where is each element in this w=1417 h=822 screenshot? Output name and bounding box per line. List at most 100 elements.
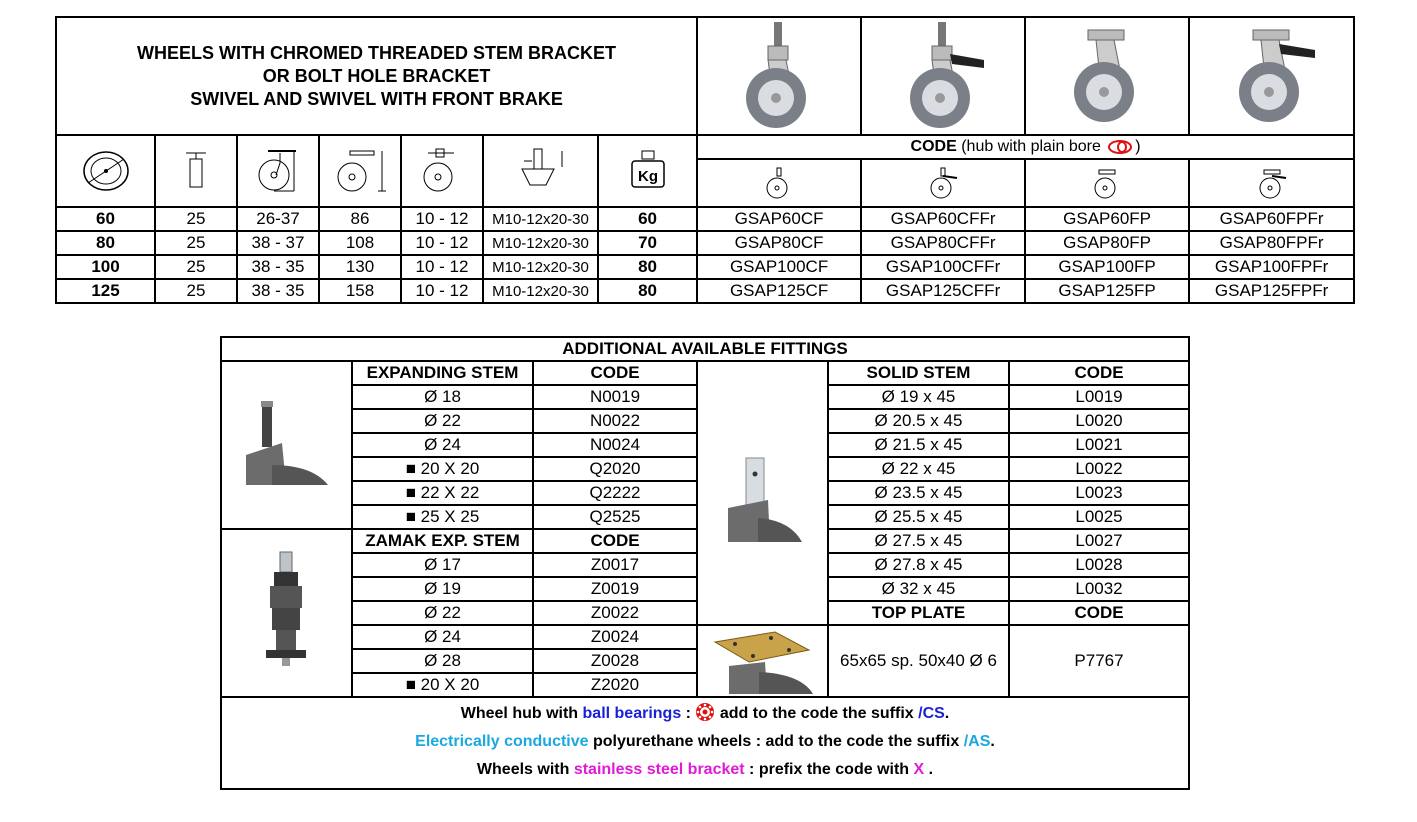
expanding-size: Ø 24 (351, 432, 534, 458)
cell-height: 86 (318, 206, 402, 232)
cell-code: GSAP60CFFr (860, 206, 1027, 232)
cell-load: 60 (596, 206, 699, 232)
zamak-code: Z2020 (532, 672, 698, 698)
cell-offset: 38 - 37 (236, 230, 320, 256)
solid-size: Ø 32 x 45 (827, 576, 1010, 602)
expanding-code: N0024 (532, 432, 698, 458)
product-image-cf (696, 16, 863, 136)
cell-stem: M10-12x20-30 (482, 254, 599, 280)
expanding-stem-image (220, 360, 353, 530)
zamak-size: Ø 22 (351, 600, 534, 626)
table-row: 100 25 38 - 35 130 10 - 12 M10-12x20-30 … (55, 254, 1356, 280)
cell-width: 25 (154, 206, 238, 232)
expanding-code: N0019 (532, 384, 698, 410)
note-ball-bearings: Wheel hub with ball bearings : add to th… (222, 700, 1188, 728)
solid-size: Ø 20.5 x 45 (827, 408, 1010, 434)
cell-stem: M10-12x20-30 (482, 206, 599, 232)
cell-height: 108 (318, 230, 402, 256)
cell-code: GSAP60FP (1024, 206, 1191, 232)
product-image-fpfr (1188, 16, 1356, 136)
code-header: CODE (hub with plain bore ) (696, 134, 1356, 160)
solid-code: L0032 (1008, 576, 1190, 602)
cell-thread: 10 - 12 (400, 254, 484, 280)
zamak-code: Z0024 (532, 624, 698, 650)
top-plate-header: TOP PLATE (827, 600, 1010, 626)
code-header: CODE (1008, 360, 1190, 386)
cell-height: 158 (318, 278, 402, 304)
fittings-table: ADDITIONAL AVAILABLE FITTINGS EXPANDING … (220, 336, 1190, 790)
expanding-code: Q2525 (532, 504, 698, 530)
zamak-size: Ø 19 (351, 576, 534, 602)
top-plate-size: 65x65 sp. 50x40 Ø 6 (827, 624, 1010, 698)
zamak-code: Z0022 (532, 600, 698, 626)
solid-size: Ø 21.5 x 45 (827, 432, 1010, 458)
cell-width: 25 (154, 230, 238, 256)
top-plate-image (696, 624, 829, 698)
solid-size: Ø 19 x 45 (827, 384, 1010, 410)
cell-code: GSAP80CFFr (860, 230, 1027, 256)
solid-code: L0022 (1008, 456, 1190, 482)
zamak-size: Ø 28 (351, 648, 534, 674)
product-image-fp (1024, 16, 1191, 136)
cell-code: GSAP80FP (1024, 230, 1191, 256)
cell-code: GSAP60FPFr (1188, 206, 1356, 232)
fittings-title: ADDITIONAL AVAILABLE FITTINGS (220, 336, 1190, 362)
zamak-code: Z0028 (532, 648, 698, 674)
stem-dimension-icon (482, 134, 599, 208)
zamak-code: Z0019 (532, 576, 698, 602)
cell-stem: M10-12x20-30 (482, 230, 599, 256)
notes-cell: Wheel hub with ball bearings : add to th… (220, 696, 1190, 790)
cell-code: GSAP100CFFr (860, 254, 1027, 280)
cell-thread: 10 - 12 (400, 230, 484, 256)
zamak-stem-image (220, 528, 353, 698)
wheel-diameter-icon (55, 134, 156, 208)
cell-diameter: 80 (55, 230, 156, 256)
expanding-size: ■ 20 X 20 (351, 456, 534, 482)
solid-size: Ø 22 x 45 (827, 456, 1010, 482)
solid-code: L0028 (1008, 552, 1190, 578)
expanding-code: Q2222 (532, 480, 698, 506)
kg-label: Kg (638, 168, 658, 185)
cell-offset: 38 - 35 (236, 278, 320, 304)
cell-load: 80 (596, 278, 699, 304)
solid-stem-image (696, 360, 829, 626)
solid-code: L0021 (1008, 432, 1190, 458)
expanding-size: ■ 25 X 25 (351, 504, 534, 530)
cell-load: 70 (596, 230, 699, 256)
zamak-size: Ø 24 (351, 624, 534, 650)
solid-size: Ø 27.8 x 45 (827, 552, 1010, 578)
zamak-stem-header: ZAMAK EXP. STEM (351, 528, 534, 554)
cell-width: 25 (154, 254, 238, 280)
expanding-code: Q2020 (532, 456, 698, 482)
wheel-width-icon (154, 134, 238, 208)
table-row: 125 25 38 - 35 158 10 - 12 M10-12x20-30 … (55, 278, 1356, 304)
table-row: 60 25 26-37 86 10 - 12 M10-12x20-30 60 G… (55, 206, 1356, 232)
cell-offset: 38 - 35 (236, 254, 320, 280)
solid-code: L0020 (1008, 408, 1190, 434)
cell-width: 25 (154, 278, 238, 304)
cell-thread: 10 - 12 (400, 278, 484, 304)
swivel-plate-brake-icon (1188, 158, 1356, 208)
top-plate-code: P7767 (1008, 624, 1190, 698)
solid-size: Ø 25.5 x 45 (827, 504, 1010, 530)
ball-bearing-icon (696, 703, 715, 721)
cell-diameter: 100 (55, 254, 156, 280)
solid-stem-header: SOLID STEM (827, 360, 1010, 386)
table-title: WHEELS WITH CHROMED THREADED STEM BRACKE… (54, 16, 699, 136)
solid-code: L0023 (1008, 480, 1190, 506)
zamak-code: Z0017 (532, 552, 698, 578)
cell-code: GSAP125CFFr (860, 278, 1027, 304)
cell-code: GSAP125CF (696, 278, 863, 304)
solid-size: Ø 23.5 x 45 (827, 480, 1010, 506)
solid-code: L0027 (1008, 528, 1190, 554)
note-conductive: Electrically conductive polyurethane whe… (415, 733, 995, 750)
cell-code: GSAP100FP (1024, 254, 1191, 280)
swivel-stem-icon (696, 158, 863, 208)
bracket-offset-icon (236, 134, 320, 208)
overall-height-icon (318, 134, 402, 208)
cell-height: 130 (318, 254, 402, 280)
solid-code: L0025 (1008, 504, 1190, 530)
swivel-stem-brake-icon (860, 158, 1027, 208)
code-header: CODE (532, 528, 698, 554)
cell-code: GSAP80CF (696, 230, 863, 256)
